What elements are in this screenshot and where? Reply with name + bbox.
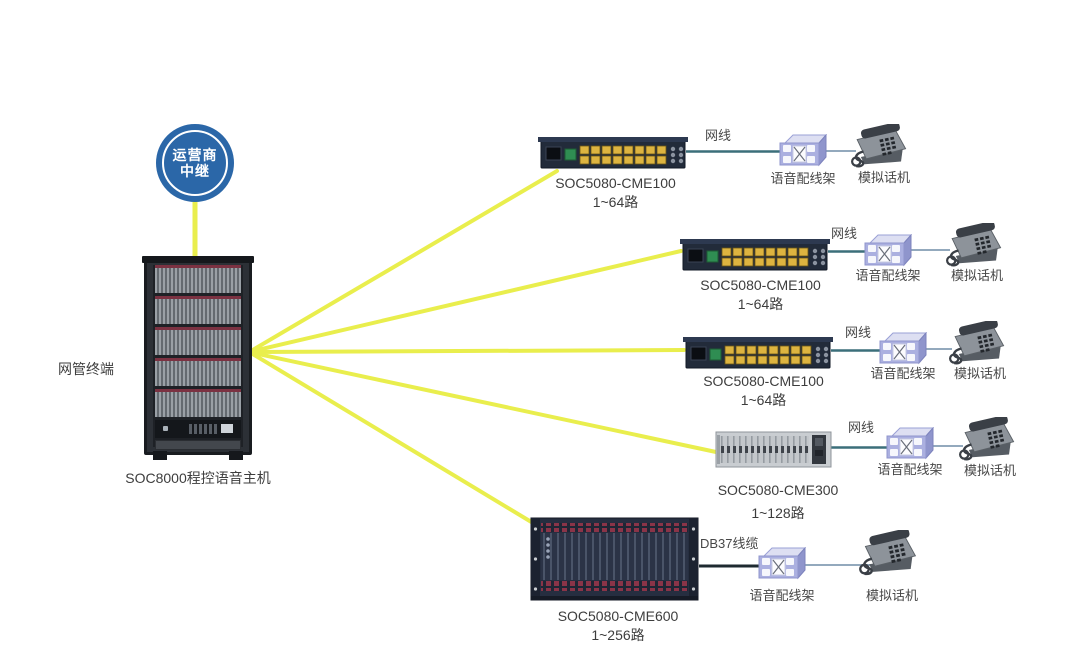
- voice-frame-icon: [864, 234, 912, 268]
- device-model-label: SOC5080-CME100: [700, 277, 821, 293]
- voice-frame-icon: [758, 547, 806, 581]
- analog-phone-label: 模拟话机: [950, 268, 1003, 283]
- rack-card-row: [155, 265, 241, 293]
- analog-phone-icon: [946, 321, 1010, 365]
- voice-frame-label: 语音配线架: [770, 171, 836, 186]
- rack-card-row: [155, 389, 241, 417]
- host-label: SOC8000程控语音主机: [125, 470, 271, 486]
- cable-label: DB37线缆: [700, 536, 759, 551]
- device-capacity-label: 1~128路: [751, 505, 805, 521]
- cable-label: 网线: [831, 226, 858, 241]
- rack-led: [163, 426, 168, 431]
- rack-card-row: [155, 296, 241, 324]
- rack-card-row: [155, 327, 241, 355]
- device-capacity-label: 1~64路: [737, 296, 784, 312]
- rack-vent: [155, 440, 241, 450]
- voice-frame-icon: [779, 134, 827, 168]
- cme100-device-icon: [680, 237, 830, 275]
- cme600-device-icon: [529, 517, 700, 602]
- analog-phone-icon: [848, 124, 912, 168]
- device-model-label: SOC5080-CME100: [555, 175, 676, 191]
- cable-label: 网线: [845, 325, 872, 340]
- rack-usb-ports: [221, 424, 233, 433]
- rack-card-row: [155, 358, 241, 386]
- analog-phone-label: 模拟话机: [865, 588, 918, 603]
- cable-label: 网线: [705, 128, 732, 143]
- analog-phone-label: 模拟话机: [963, 463, 1016, 478]
- rack-top-cap: [142, 256, 254, 263]
- rack-control-panel: [155, 420, 241, 438]
- analog-phone-icon: [956, 417, 1020, 461]
- device-capacity-label: 1~256路: [591, 627, 645, 643]
- cme300-device-icon: [715, 429, 832, 470]
- device-capacity-label: 1~64路: [740, 392, 787, 408]
- analog-phone-label: 模拟话机: [953, 366, 1006, 381]
- voice-frame-label: 语音配线架: [855, 268, 921, 283]
- device-model-label: SOC5080-CME100: [703, 373, 824, 389]
- analog-phone-icon: [856, 530, 922, 576]
- rack-body: [153, 265, 243, 450]
- device-model-label: SOC5080-CME600: [557, 608, 679, 624]
- cme100-device-icon: [683, 335, 833, 373]
- analog-phone-icon: [943, 223, 1007, 267]
- cable-label: 网线: [848, 420, 875, 435]
- voice-frame-icon: [879, 332, 927, 366]
- rack-foot: [153, 451, 167, 460]
- operator-trunk-label-line2: 中继: [180, 163, 210, 179]
- cme100-device-icon: [538, 135, 688, 173]
- voice-frame-label: 语音配线架: [877, 462, 943, 477]
- operator-trunk-node: 运营商 中继: [156, 124, 234, 202]
- operator-trunk-label-line1: 运营商: [172, 146, 218, 163]
- rack-foot: [229, 451, 243, 460]
- device-model-label: SOC5080-CME300: [717, 482, 839, 498]
- voice-frame-label: 语音配线架: [749, 588, 815, 603]
- voice-frame-icon: [886, 427, 934, 461]
- rack-buttons: [189, 424, 217, 434]
- device-capacity-label: 1~64路: [592, 194, 639, 210]
- nms-terminal-label: 网管终端: [58, 361, 114, 377]
- voice-frame-label: 语音配线架: [870, 366, 936, 381]
- host-rack-image: [142, 256, 254, 460]
- analog-phone-label: 模拟话机: [857, 170, 910, 185]
